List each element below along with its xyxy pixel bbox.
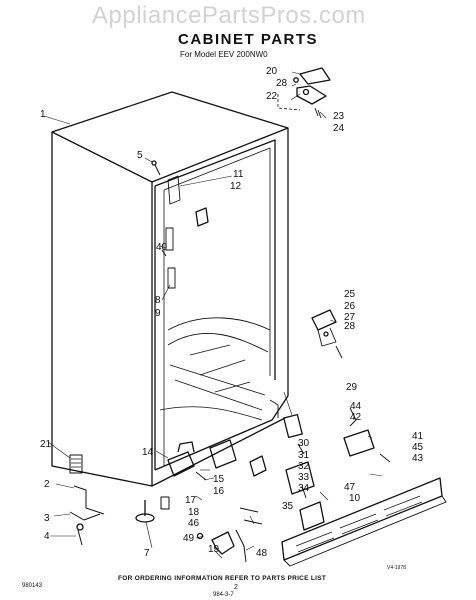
callout-label: 44	[350, 401, 362, 412]
callout-label: 1	[40, 109, 46, 120]
cabinet-outline	[51, 131, 153, 487]
callout-label: 31	[298, 450, 310, 461]
callout-label: 19	[208, 544, 220, 555]
callout-label: 21	[40, 439, 52, 450]
watermark: AppliancePartsPros.com	[92, 2, 366, 29]
page-title: CABINET PARTS	[178, 31, 319, 48]
callout-label: 15	[213, 474, 225, 485]
callout-label: 30	[298, 438, 310, 449]
callout-label: 35	[282, 501, 294, 512]
callout-label: 17	[185, 495, 197, 506]
callout-label: 41	[412, 431, 424, 442]
liner-outline	[154, 139, 276, 380]
callout-label: 3	[44, 513, 50, 524]
callout-label: 46	[188, 518, 200, 529]
callout-label: 29	[346, 382, 358, 393]
callout-label: 33	[298, 472, 310, 483]
callout-label: 16	[213, 486, 225, 497]
callout-label: 8	[155, 295, 161, 306]
callout-label: 28	[344, 321, 356, 332]
callout-label: 34	[298, 483, 310, 494]
model-subtitle: For Model EEV 200NW0	[180, 50, 268, 59]
ref-code: V4-1978	[387, 565, 406, 571]
callout-label: 49	[183, 533, 195, 544]
callout-label: 23	[333, 111, 345, 122]
callout-label: 43	[412, 453, 424, 464]
bottom-code: 984-3-7	[213, 592, 234, 598]
callout-labels: 1 2 3 4 5 7 8 9 10 11 12 14 15 16 17 18 …	[40, 66, 424, 559]
page-number: 2	[234, 584, 238, 591]
callout-label: 4	[44, 531, 50, 542]
callout-label: 14	[142, 447, 154, 458]
callout-label: 25	[344, 289, 356, 300]
callout-label: 7	[144, 548, 150, 559]
callout-label: 28	[276, 78, 288, 89]
callout-label: 22	[266, 91, 278, 102]
callout-label: 10	[349, 493, 361, 504]
callout-label: 26	[344, 301, 356, 312]
callout-label: 11	[233, 169, 244, 180]
callout-label: 32	[298, 461, 310, 472]
callout-label: 24	[333, 123, 345, 134]
callout-label: 27	[344, 312, 356, 323]
callout-label: 18	[188, 507, 200, 518]
callout-label: 40	[156, 242, 168, 253]
doc-code: 980143	[22, 583, 43, 589]
callout-label: 2	[44, 479, 50, 490]
callout-label: 20	[266, 66, 278, 77]
callout-label: 48	[256, 548, 268, 559]
callout-label: 5	[137, 150, 143, 161]
callout-label: 12	[230, 181, 242, 192]
callout-label: 9	[155, 308, 161, 319]
callout-label: 45	[412, 442, 424, 453]
callout-label: 42	[350, 412, 362, 423]
callout-label: 47	[344, 482, 356, 493]
ordering-note: FOR ORDERING INFORMATION REFER TO PARTS …	[118, 575, 327, 582]
